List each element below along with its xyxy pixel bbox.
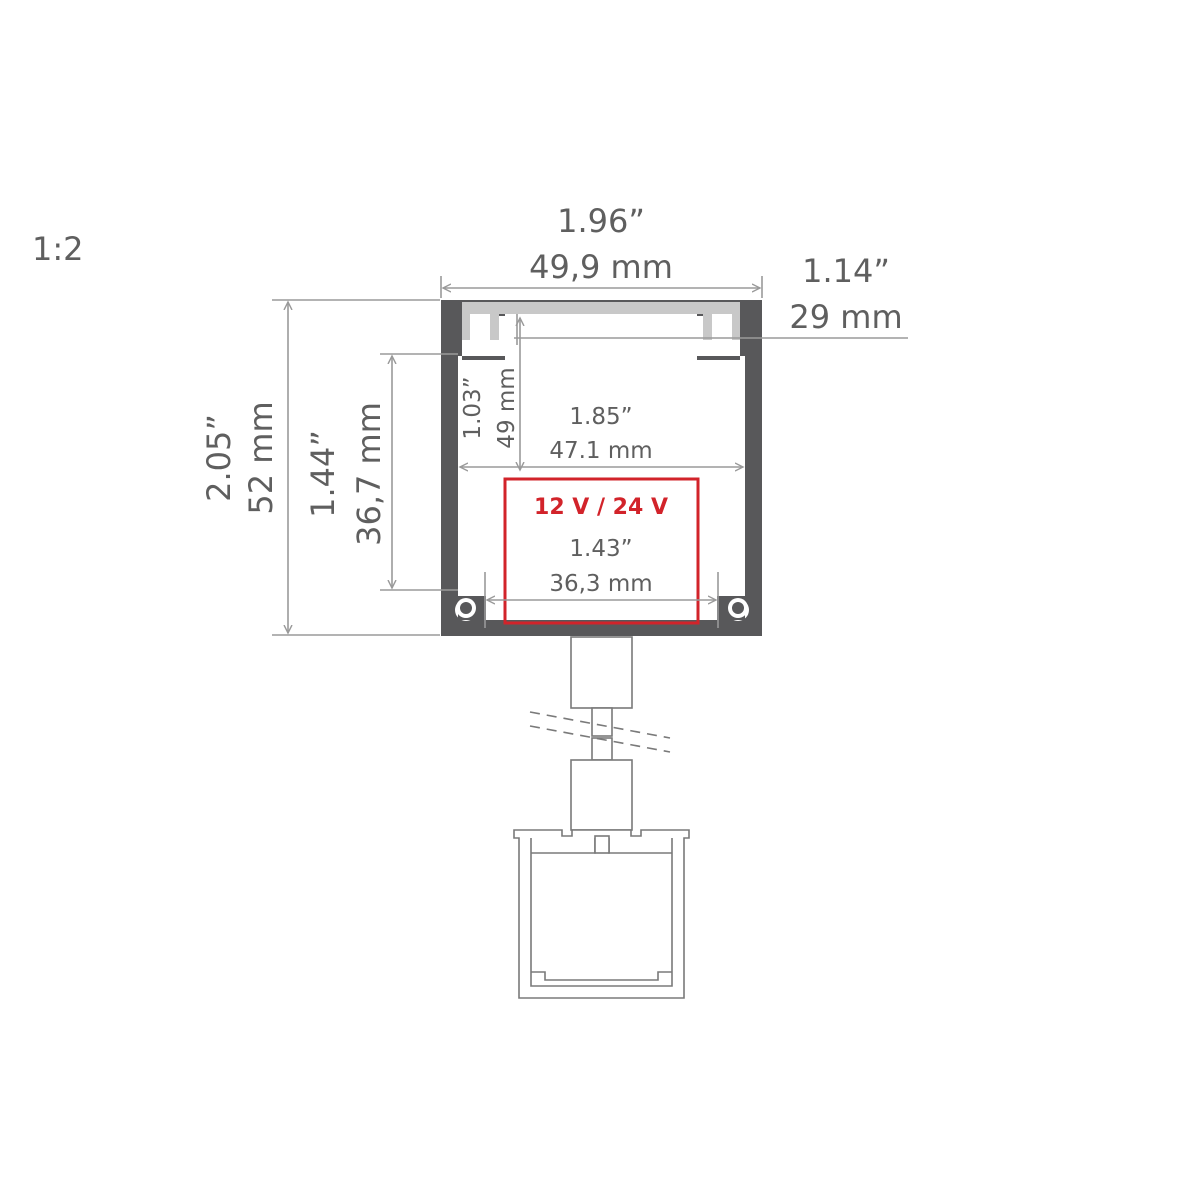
profile-cross-section <box>441 300 762 636</box>
inner-height-mm: 36,7 mm <box>350 402 388 546</box>
left-slot <box>462 312 509 356</box>
right-slot <box>693 312 740 356</box>
right-screw-pin <box>732 602 744 614</box>
inner-width-mm: 47.1 mm <box>549 438 652 464</box>
dimension-lines <box>272 276 908 636</box>
lower-cable <box>591 737 613 761</box>
opening-width-inch: 1.14” <box>802 252 890 290</box>
outer-height-mm: 52 mm <box>242 401 280 514</box>
lower-profile-inner <box>530 838 673 987</box>
suspension-assembly <box>570 636 633 831</box>
voltage-box <box>503 477 700 625</box>
diffuser-cover <box>462 302 740 340</box>
left-screw-pin <box>460 602 472 614</box>
outer-width-inch: 1.96” <box>557 202 645 240</box>
scale-label: 1:2 <box>32 230 84 268</box>
lower-profile <box>513 829 690 999</box>
opening-width-mm: 29 mm <box>789 298 902 336</box>
lower-profile-rail <box>531 971 672 981</box>
base-width-mm: 36,3 mm <box>549 571 652 597</box>
outer-width-mm: 49,9 mm <box>529 248 673 286</box>
inner-height-inch: 1.44” <box>304 430 342 518</box>
channel-height-mm: 49 mm <box>494 367 520 448</box>
channel-height-inch: 1.03” <box>460 376 486 439</box>
upper-cable <box>591 707 613 737</box>
base-width-inch: 1.43” <box>569 536 632 562</box>
voltage-label: 12 V / 24 V <box>534 495 668 520</box>
cable-break-marks <box>529 711 671 753</box>
inner-width-inch: 1.85” <box>569 404 632 430</box>
outer-height-inch: 2.05” <box>200 414 238 502</box>
lower-connector <box>570 759 633 831</box>
lower-profile-center-slot <box>594 835 610 854</box>
upper-connector <box>570 636 633 709</box>
